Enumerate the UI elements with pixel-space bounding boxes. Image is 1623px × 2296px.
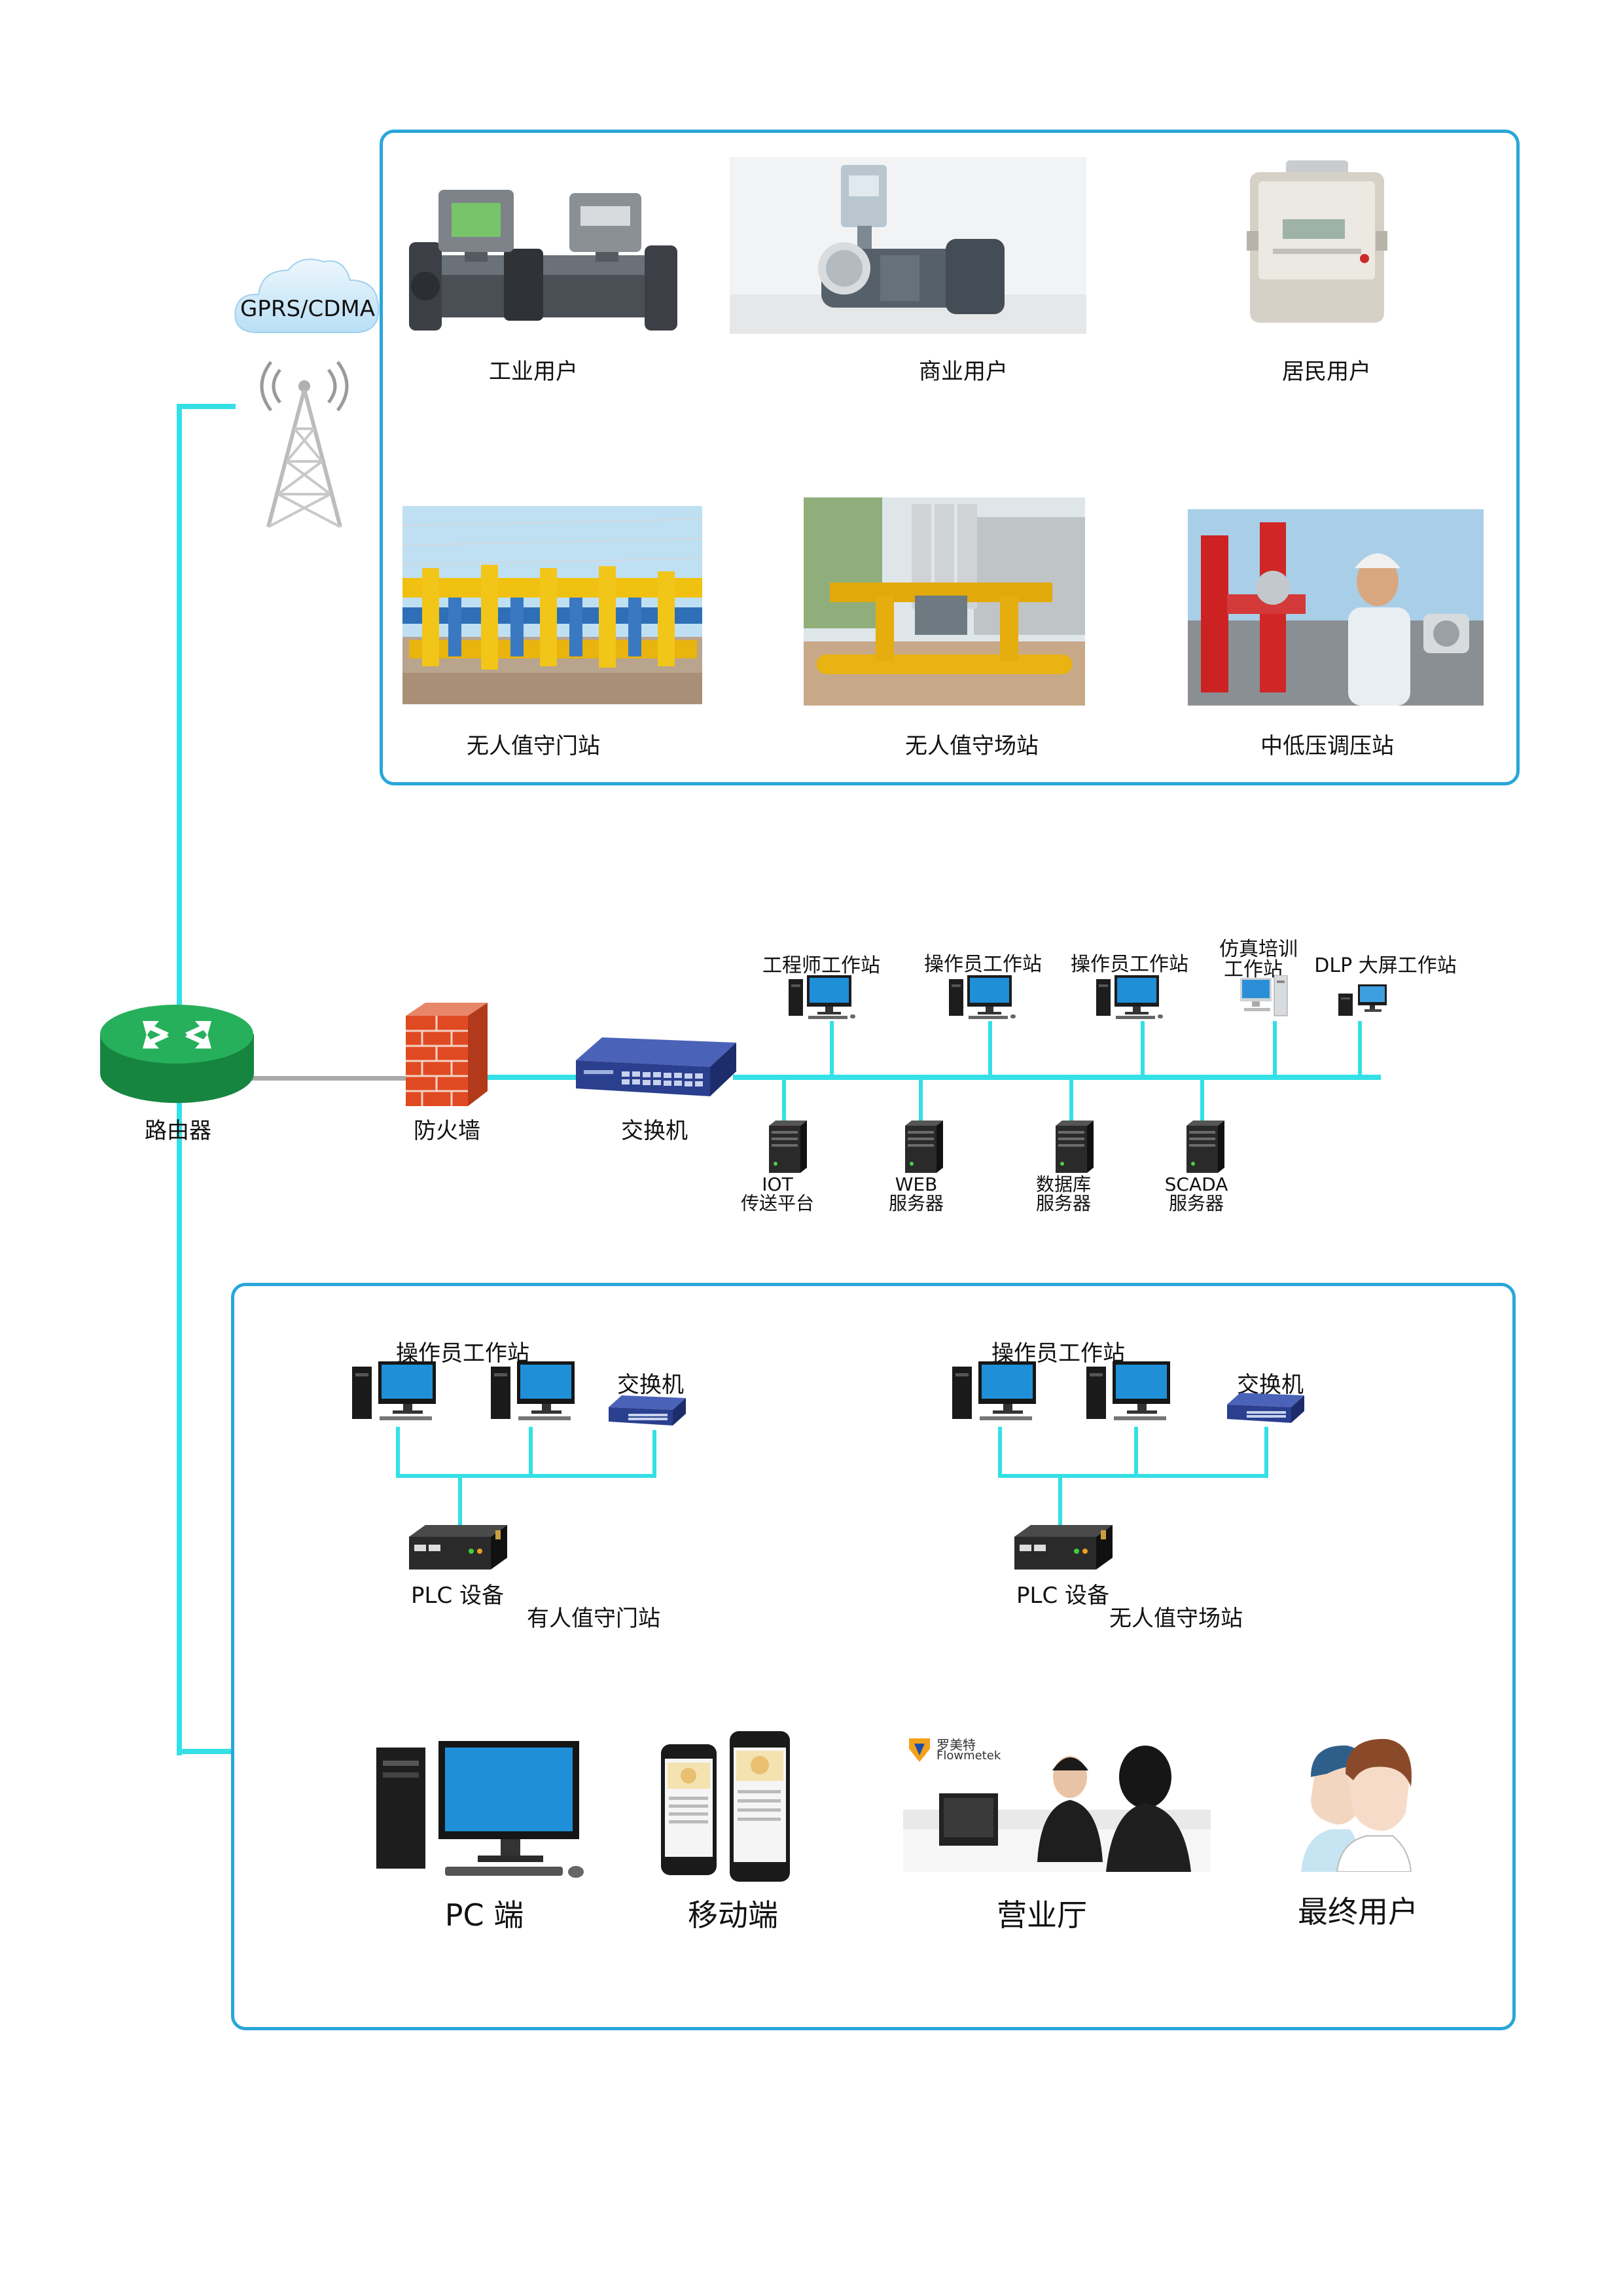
site2-drop-ws1	[998, 1427, 1002, 1476]
site1-workstation-icon-2[interactable]	[491, 1361, 579, 1424]
core-switch-icon[interactable]	[576, 1037, 736, 1100]
link-tower-router	[177, 404, 182, 1117]
firewall-icon	[406, 1003, 488, 1106]
dlp-workstation-label: DLP 大屏工作站	[1314, 954, 1457, 977]
site2-bus	[998, 1474, 1268, 1478]
site2-workstation-icon-1[interactable]	[952, 1361, 1041, 1424]
gate-station-photo	[402, 506, 702, 704]
site1-switch-icon[interactable]	[609, 1395, 686, 1428]
cloud-icon	[229, 247, 386, 349]
operator-workstation-label-1: 操作员工作站	[924, 953, 1042, 976]
mobile-client-icon[interactable]	[661, 1731, 792, 1885]
operator-workstation-label-2: 操作员工作站	[1071, 953, 1188, 976]
dlp-workstation-icon[interactable]	[1338, 982, 1391, 1021]
end-user-label: 最终用户	[1298, 1894, 1418, 1929]
router-icon[interactable]	[97, 1001, 257, 1106]
company-logo-en: Flowmetek	[936, 1749, 1001, 1763]
site2-plc-label: PLC 设备	[1016, 1583, 1109, 1609]
company-logo: 罗美特 Flowmetek	[906, 1734, 1063, 1767]
drop-ws4	[1273, 1021, 1277, 1076]
residential-user-label: 居民用户	[1282, 359, 1371, 385]
web-server-label-line2: 服务器	[888, 1193, 944, 1214]
site1-switch-label: 交换机	[617, 1372, 684, 1398]
drop-srv1	[782, 1077, 786, 1130]
site1-bus	[396, 1474, 656, 1478]
station-label: 无人值守场站	[905, 733, 1039, 759]
commercial-user-label: 商业用户	[919, 359, 1008, 385]
site1-drop-switch	[652, 1430, 656, 1476]
pressure-station-label: 中低压调压站	[1260, 733, 1394, 759]
site2-name-label: 无人值守场站	[1109, 1605, 1243, 1632]
link-bottom-panel	[177, 1749, 237, 1754]
training-workstation-label-line1: 仿真培训	[1219, 938, 1298, 961]
router-label: 路由器	[145, 1118, 211, 1144]
scada-server-label-line1: SCADA	[1164, 1174, 1228, 1195]
iot-server-label-line1: IOT	[762, 1174, 793, 1195]
site1-drop-plc	[458, 1476, 462, 1528]
site1-drop-ws2	[529, 1427, 533, 1476]
site2-workstation-icon-2[interactable]	[1086, 1361, 1175, 1424]
training-workstation-label-line2: 工作站	[1224, 958, 1283, 981]
scada-server-icon[interactable]	[1180, 1121, 1224, 1173]
company-logo-cn: 罗美特	[936, 1737, 976, 1753]
web-server-icon[interactable]	[899, 1121, 943, 1173]
engineer-workstation-label: 工程师工作站	[762, 954, 880, 977]
drop-ws5	[1358, 1021, 1362, 1076]
site2-drop-plc	[1058, 1476, 1062, 1528]
commercial-meter-photo	[730, 157, 1086, 334]
antenna-tower-icon	[255, 357, 353, 530]
residential-gas-meter-photo	[1247, 160, 1387, 324]
site2-switch-icon[interactable]	[1227, 1393, 1304, 1426]
business-hall-photo	[903, 1731, 1211, 1872]
link-router-bottom	[177, 1117, 182, 1755]
business-hall-label: 营业厅	[997, 1897, 1087, 1933]
drop-ws1	[830, 1021, 834, 1076]
operator-workstation-icon-1[interactable]	[949, 975, 1018, 1021]
web-server-label-line1: WEB	[895, 1174, 938, 1195]
engineer-workstation-icon[interactable]	[789, 975, 857, 1021]
site1-workstation-icon-1[interactable]	[352, 1361, 440, 1424]
db-server-label-line1: 数据库	[1035, 1174, 1092, 1195]
site2-drop-ws2	[1134, 1427, 1138, 1476]
pressure-regulating-station-photo	[1188, 509, 1484, 706]
lan-bus	[733, 1075, 1381, 1080]
database-server-icon[interactable]	[1049, 1121, 1094, 1173]
gate-station-label: 无人值守门站	[467, 733, 600, 759]
site2-plc-icon[interactable]	[1014, 1525, 1113, 1571]
site1-name-label: 有人值守门站	[527, 1605, 660, 1632]
operator-workstation-icon-2[interactable]	[1096, 975, 1165, 1021]
drop-srv3	[1069, 1077, 1073, 1130]
scada-server-label-line2: 服务器	[1168, 1193, 1224, 1214]
pc-client-icon[interactable]	[376, 1741, 586, 1882]
industrial-flowmeter-photo	[402, 177, 684, 353]
db-server-label-line2: 服务器	[1035, 1193, 1092, 1214]
station-photo	[804, 497, 1085, 706]
drop-srv2	[919, 1077, 923, 1130]
link-firewall-switch	[488, 1075, 586, 1080]
iot-server-icon[interactable]	[762, 1121, 807, 1173]
pc-client-label: PC 端	[444, 1897, 524, 1933]
site1-plc-icon[interactable]	[409, 1525, 507, 1571]
link-tower-stub	[177, 404, 236, 409]
iot-server-label-line2: 传送平台	[740, 1193, 815, 1214]
cloud-label: GPRS/CDMA	[240, 296, 376, 322]
link-router-firewall	[252, 1076, 409, 1081]
drop-ws2	[988, 1021, 992, 1076]
site1-drop-ws1	[396, 1427, 400, 1476]
core-switch-label: 交换机	[621, 1118, 688, 1144]
training-workstation-icon[interactable]	[1240, 975, 1289, 1021]
site2-drop-switch	[1264, 1427, 1268, 1476]
drop-ws3	[1141, 1021, 1145, 1076]
mobile-client-label: 移动端	[688, 1897, 778, 1933]
industrial-user-label: 工业用户	[489, 359, 578, 385]
end-user-icon	[1301, 1738, 1416, 1872]
site1-plc-label: PLC 设备	[411, 1583, 504, 1609]
firewall-label: 防火墙	[414, 1118, 480, 1144]
drop-srv4	[1200, 1077, 1204, 1130]
